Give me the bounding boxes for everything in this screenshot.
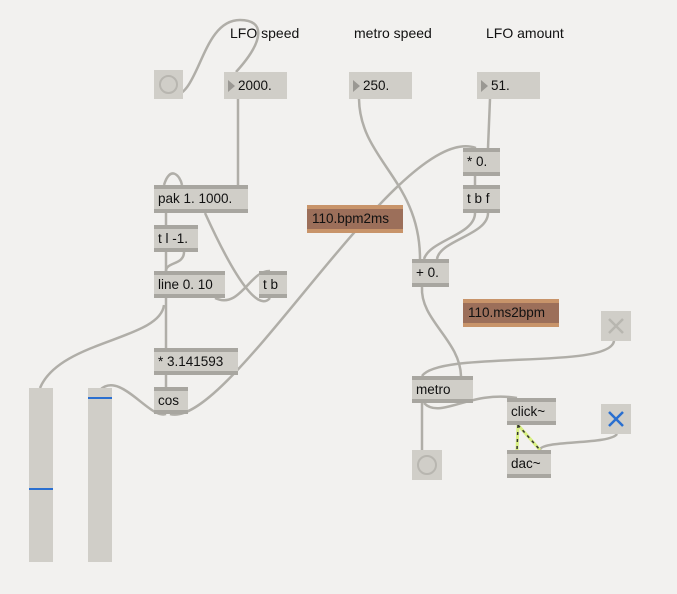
slider-knob: [29, 488, 53, 490]
circle-icon: [417, 455, 437, 475]
pak-object[interactable]: pak 1. 1000.: [154, 185, 248, 213]
metro-bang-button[interactable]: [412, 450, 442, 480]
lfo-amount-number[interactable]: 51.: [477, 72, 540, 99]
ms2bpm-comment: 110.ms2bpm: [463, 299, 559, 327]
metro-toggle[interactable]: [601, 311, 631, 341]
metro-object[interactable]: metro: [412, 376, 473, 403]
lfo-bang-button[interactable]: [154, 70, 183, 99]
dac-object[interactable]: dac~: [507, 450, 551, 478]
slider-knob: [88, 397, 112, 399]
multiply-object[interactable]: * 0.: [463, 148, 500, 176]
bpm2ms-comment: 110.bpm2ms: [307, 205, 403, 233]
multiply-pi-object[interactable]: * 3.141593: [154, 348, 238, 375]
add-object[interactable]: + 0.: [412, 259, 449, 287]
line-object[interactable]: line 0. 10: [154, 271, 225, 298]
x-icon: [608, 318, 624, 334]
label-lfo-amount: LFO amount: [486, 25, 564, 41]
click-object[interactable]: click~: [507, 398, 556, 425]
line-slider[interactable]: [29, 388, 53, 562]
label-metro-speed: metro speed: [354, 25, 432, 41]
trigger-b-object[interactable]: t b: [259, 271, 287, 298]
trigger-l-object[interactable]: t l -1.: [154, 225, 198, 252]
cos-slider[interactable]: [88, 388, 112, 562]
circle-icon: [159, 75, 178, 94]
dsp-toggle[interactable]: [601, 404, 631, 434]
lfo-speed-number[interactable]: 2000.: [224, 72, 287, 99]
cos-object[interactable]: cos: [154, 387, 188, 414]
trigger-bf-object[interactable]: t b f: [463, 185, 500, 213]
metro-speed-number[interactable]: 250.: [349, 72, 412, 99]
label-lfo-speed: LFO speed: [230, 25, 300, 41]
x-icon: [608, 411, 624, 427]
